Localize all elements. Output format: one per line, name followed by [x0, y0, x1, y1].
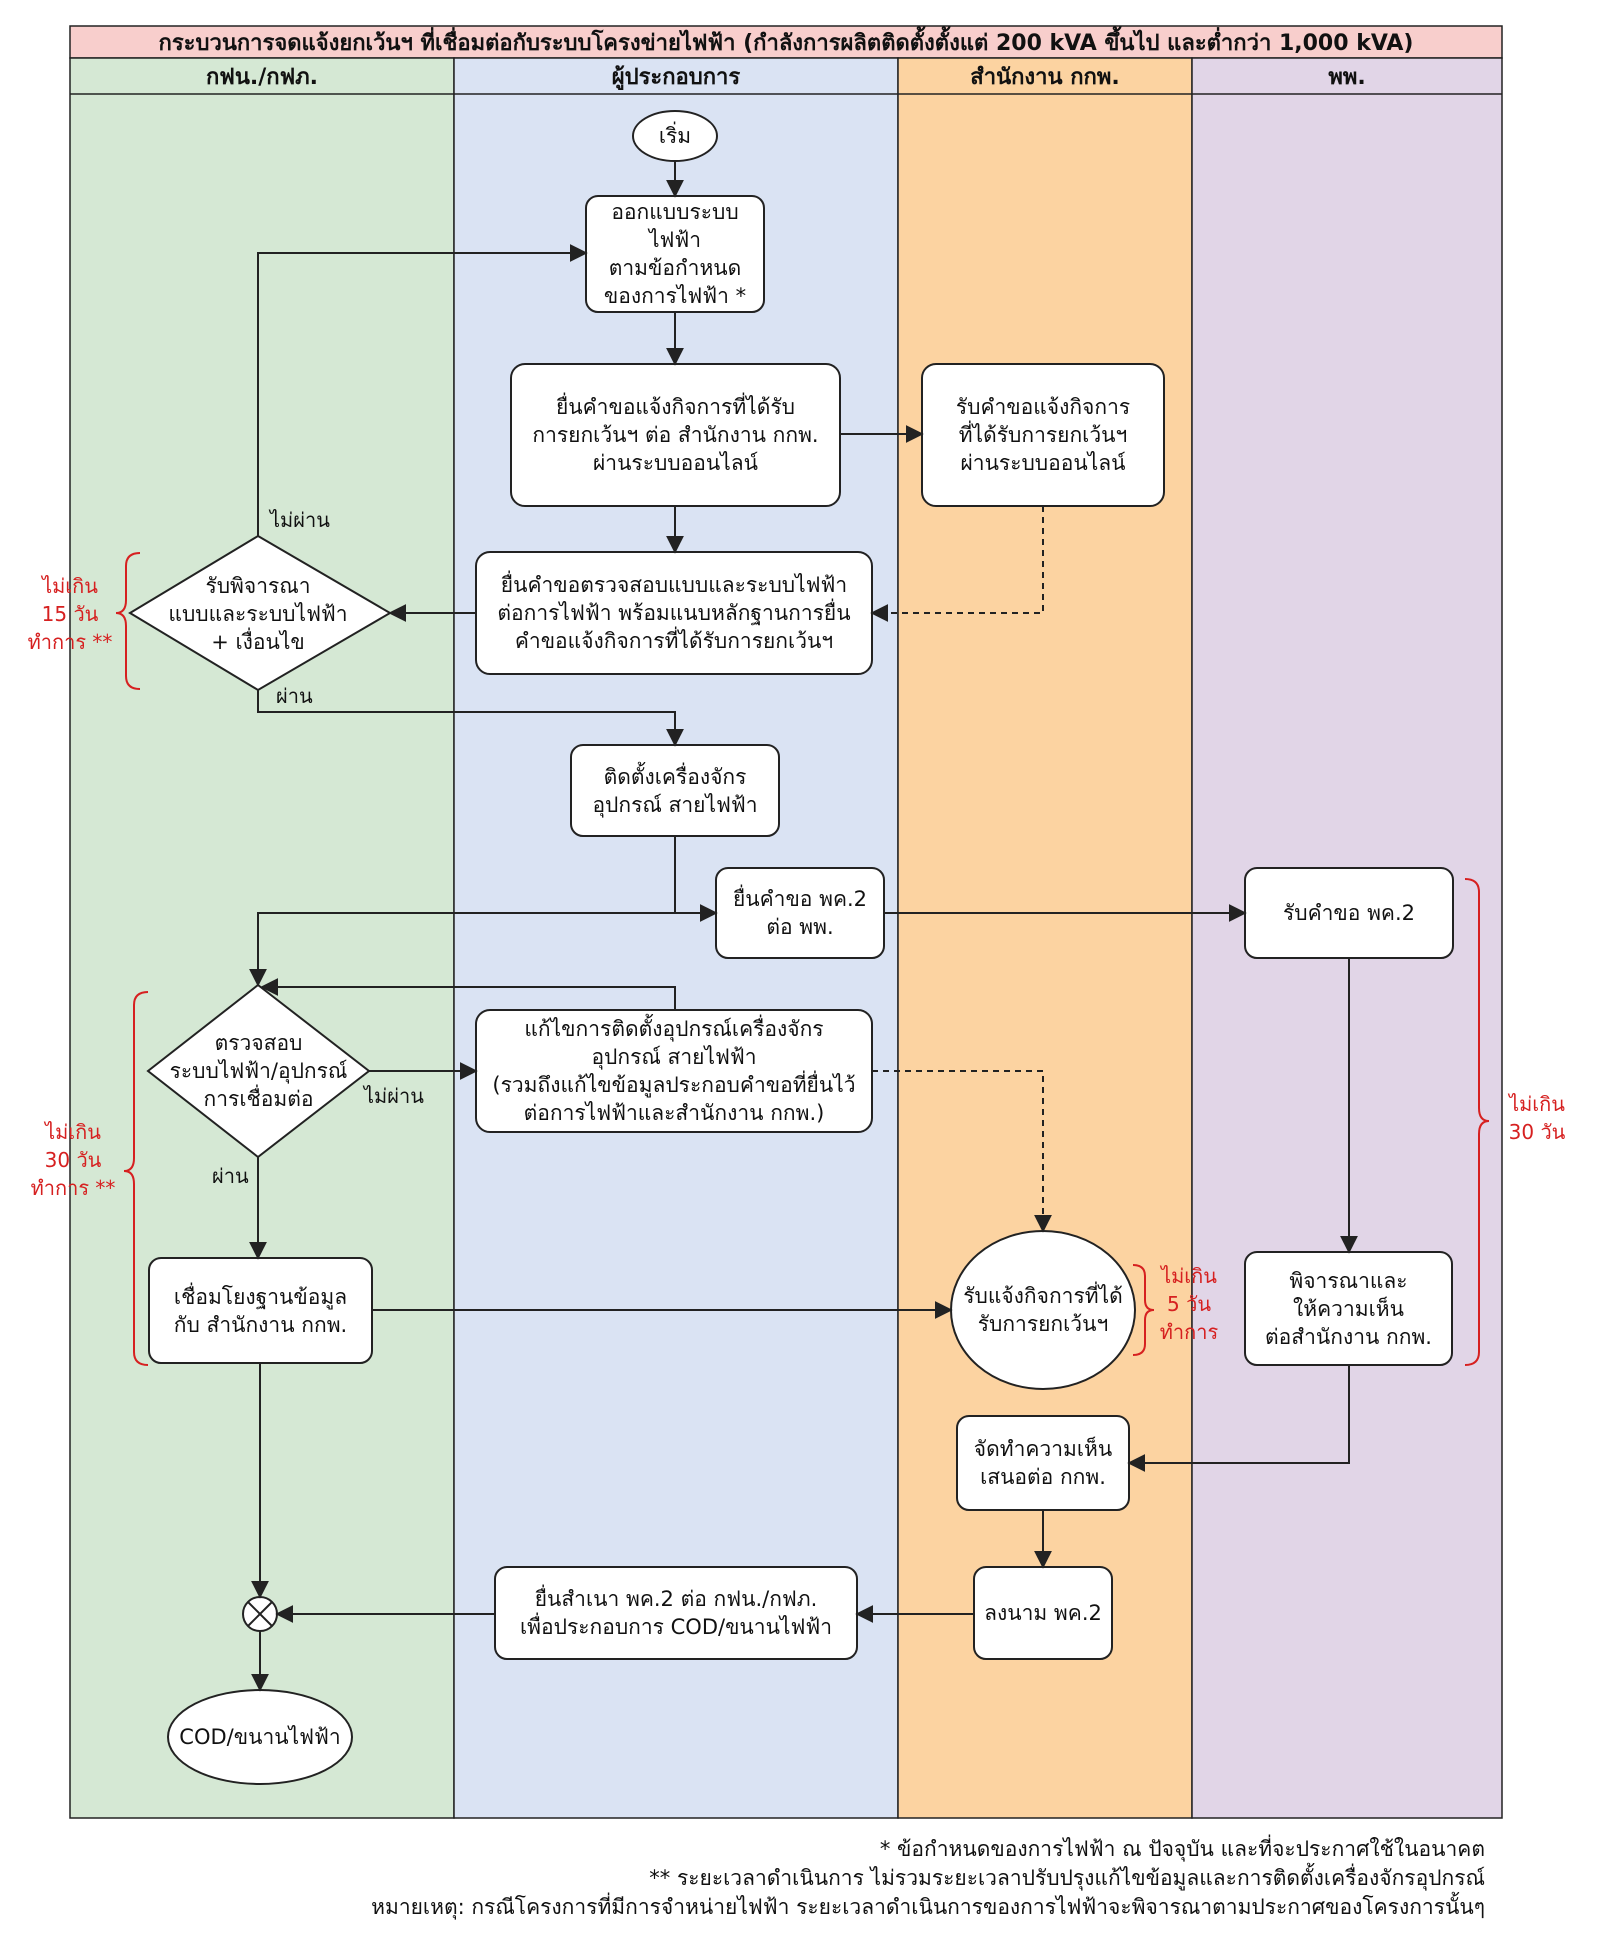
cod-label: COD/ขนานไฟฟ้า: [179, 1725, 341, 1749]
dede-opinion-label: พิจารณาและ ให้ความเห็น ต่อสำนักงาน กกพ.: [1265, 1268, 1432, 1349]
duration-15-days: ไม่เกิน 15 วัน ทำการ **: [27, 574, 113, 654]
link-db-label: เชื่อมโยงฐานข้อมูล กับ สำนักงาน กกพ.: [173, 1284, 348, 1337]
lane-erc-office: [897, 57, 1193, 1819]
arrow-fail-redesign: [257, 244, 588, 536]
install-label: ติดตั้งเครื่องจักร อุปกรณ์ สายไฟฟ้า: [592, 764, 758, 817]
brace-5-days: [1132, 1264, 1155, 1356]
pass-design-label: ผ่าน: [276, 684, 313, 708]
merge-junction: [242, 1596, 278, 1632]
lane-header-erc-office: สำนักงาน กกพ.: [970, 64, 1120, 90]
receive-notice-label: รับคำขอแจ้งกิจการ ที่ได้รับการยกเว้นฯ ผ่…: [955, 395, 1131, 475]
brace-30-days-left: [123, 991, 149, 1366]
brace-15-days: [115, 552, 141, 690]
fail-inspect-label: ไม่ผ่าน: [364, 1084, 424, 1108]
footnote-3: หมายเหตุ: กรณีโครงการที่มีการจำหน่ายไฟฟ้…: [371, 1895, 1485, 1919]
design-label: ออกแบบระบบ ไฟฟ้า ตามข้อกำหนด ของการไฟฟ้า…: [603, 200, 747, 308]
start-label: เริ่ม: [658, 124, 692, 148]
receive-exempt-label: รับแจ้งกิจการที่ได้ รับการยกเว้นฯ: [963, 1284, 1123, 1336]
arrow-receive-inspect-dashed: [870, 506, 1044, 622]
duration-5-days: ไม่เกิน 5 วัน ทำการ: [1159, 1264, 1219, 1344]
receive-pk2-label: รับคำขอ พค.2: [1282, 901, 1416, 925]
duration-30-days-right: ไม่เกิน 30 วัน: [1508, 1092, 1566, 1144]
submit-inspect-label: ยื่นคำขอตรวจสอบแบบและระบบไฟฟ้า ต่อการไฟฟ…: [497, 573, 851, 653]
fail-design-label: ไม่ผ่าน: [270, 508, 330, 532]
brace-30-days-right: [1464, 878, 1490, 1366]
lane-egat-pea: [69, 57, 455, 1819]
footnote-1: * ข้อกำหนดของการไฟฟ้า ณ ปัจจุบัน และที่จ…: [879, 1837, 1485, 1861]
arrow-pass-install: [257, 690, 684, 747]
lane-header-egat-pea: กฟน./กฟภ.: [205, 64, 319, 90]
sign-pk2-label: ลงนาม พค.2: [984, 1601, 1102, 1625]
consider-design-label: รับพิจารณา แบบและระบบไฟฟ้า + เงื่อนไข: [168, 574, 348, 654]
submit-copy-label: ยื่นสำเนา พค.2 ต่อ กฟน./กฟภ. เพื่อประกอบ…: [519, 1587, 833, 1639]
arrow-fix-exempt-dashed: [872, 1070, 1052, 1233]
lane-header-dede: พพ.: [1328, 64, 1366, 90]
pass-inspect-label: ผ่าน: [212, 1164, 249, 1188]
inspect-system-label: ตรวจสอบ ระบบไฟฟ้า/อุปกรณ์ การเชื่อมต่อ: [169, 1031, 348, 1111]
arrow-fix-reinspect: [260, 978, 676, 1010]
title-bar: [69, 25, 1503, 59]
arrow-opinion-prepare: [1127, 1365, 1350, 1472]
submit-pk2-label: ยื่นคำขอ พค.2 ต่อ พพ.: [732, 887, 868, 939]
prepare-opinion-label: จัดทำความเห็น เสนอต่อ กกพ.: [973, 1437, 1113, 1489]
lane-header-operator: ผู้ประกอบการ: [611, 64, 741, 90]
arrow-to-inspect-system: [249, 912, 675, 987]
fix-install-label: แก้ไขการติดตั้งอุปกรณ์เครื่องจักร อุปกรณ…: [492, 1017, 856, 1125]
duration-30-days-left: ไม่เกิน 30 วัน ทำการ **: [30, 1120, 116, 1200]
diagram-title: กระบวนการจดแจ้งยกเว้นฯ ที่เชื่อมต่อกับระ…: [158, 30, 1414, 56]
submit-notice-label: ยื่นคำขอแจ้งกิจการที่ได้รับ การยกเว้นฯ ต…: [532, 395, 819, 475]
footnote-2: ** ระยะเวลาดำเนินการ ไม่รวมระยะเวลาปรับป…: [649, 1866, 1485, 1890]
